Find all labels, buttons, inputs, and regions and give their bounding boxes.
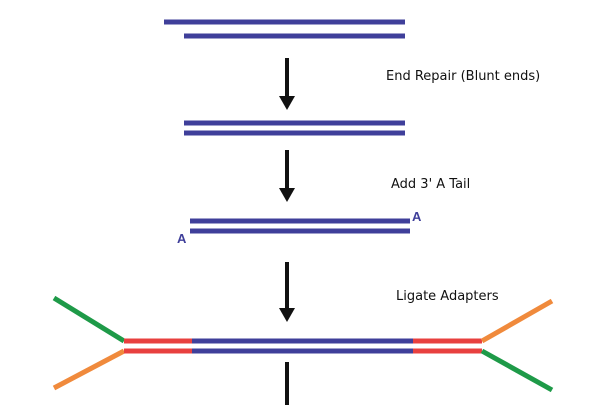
dna-fragment-a-tailed: A A [177, 209, 422, 246]
adapter-fork-orange [480, 298, 554, 344]
adapter-fork-green [52, 295, 126, 344]
dna-fragment-ligated [52, 295, 554, 393]
step-label-ligate: Ligate Adapters [396, 289, 499, 304]
step-arrow-1 [279, 58, 295, 110]
dna-fragment-overhang [164, 19, 405, 39]
adapter-fork-green [480, 348, 554, 393]
a-tail-top-right: A [412, 209, 422, 224]
step-arrow-2 [279, 150, 295, 202]
step-arrow-3 [279, 262, 295, 322]
dna-fragment-blunt [184, 120, 405, 136]
adapter-fork-orange [52, 348, 126, 391]
step-label-end-repair: End Repair (Blunt ends) [386, 69, 540, 84]
step-label-a-tail: Add 3' A Tail [391, 177, 470, 192]
a-tail-bottom-left: A [177, 231, 187, 246]
